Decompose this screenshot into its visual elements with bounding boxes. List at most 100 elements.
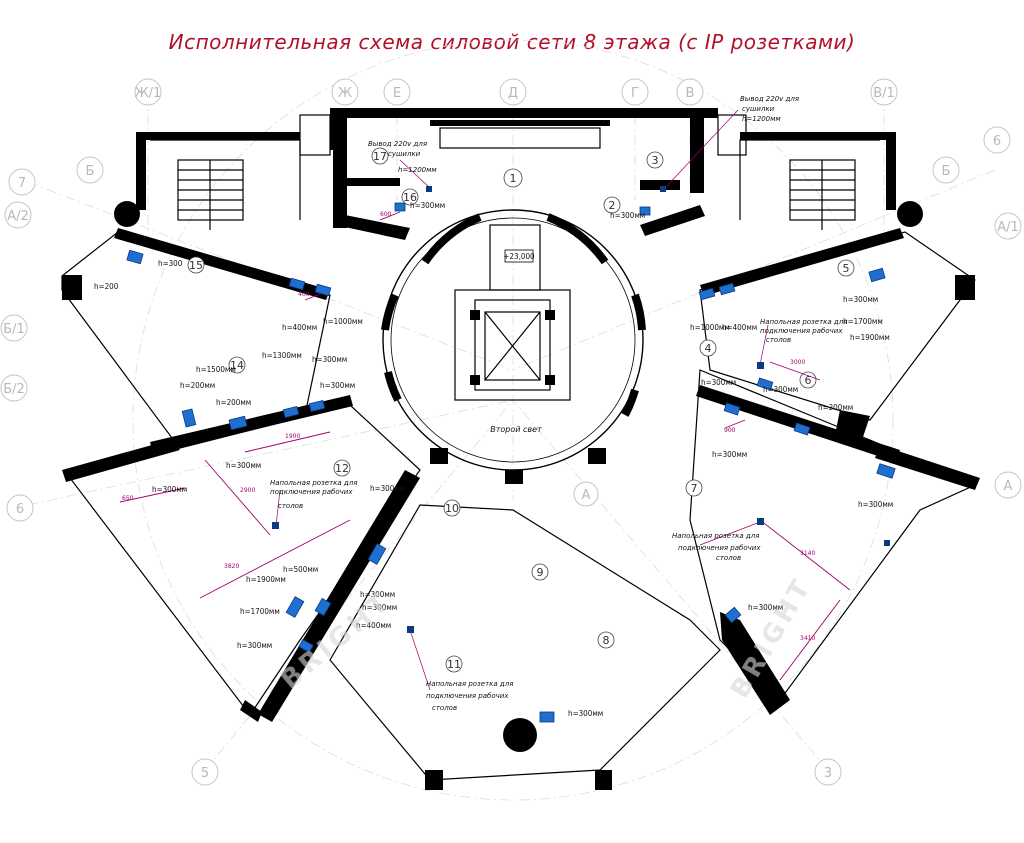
svg-text:h=300мм: h=300мм xyxy=(320,381,355,390)
dryer-outlet xyxy=(426,186,432,192)
svg-text:Напольная розетка для: Напольная розетка для xyxy=(672,532,759,540)
room-12: 12 xyxy=(333,459,351,477)
floor-socket xyxy=(272,522,279,529)
svg-text:h=300мм: h=300мм xyxy=(362,603,397,612)
grid-bubble-right-3: А/1 xyxy=(994,212,1022,240)
svg-text:15: 15 xyxy=(189,259,203,272)
svg-text:Ж: Ж xyxy=(338,86,352,101)
svg-text:h=300мм: h=300мм xyxy=(701,378,736,387)
svg-text:h=1900мм: h=1900мм xyxy=(246,575,286,584)
socket-block xyxy=(793,422,811,436)
socket-block xyxy=(288,277,306,291)
svg-text:Д: Д xyxy=(508,86,518,101)
socket-block xyxy=(868,267,886,283)
svg-text:h=300мм: h=300мм xyxy=(748,603,783,612)
svg-text:h=200мм: h=200мм xyxy=(180,381,215,390)
svg-text:600: 600 xyxy=(380,211,392,218)
socket-block xyxy=(718,282,736,296)
room-14: 14 xyxy=(228,356,246,374)
svg-text:h=1500мм: h=1500мм xyxy=(196,365,236,374)
grid-bubble-left-5: Б/2 xyxy=(0,374,28,402)
room-numbers: 1 2 3 4 5 6 7 8 9 10 11 12 14 15 16 17 xyxy=(187,147,855,673)
svg-text:9: 9 xyxy=(537,566,544,579)
stair-left xyxy=(177,159,244,230)
grid-bubble-left-4: Б/1 xyxy=(0,314,28,342)
socket-block xyxy=(314,283,332,297)
dimension-lines: 1900 2900 3820 3140 3410 3000 650 400 60… xyxy=(119,211,851,681)
svg-text:650: 650 xyxy=(122,495,134,502)
dryer-note-left: Вывод 220v для сушилки h=1200мм xyxy=(368,140,437,174)
sockets xyxy=(126,186,896,723)
socket-block xyxy=(314,597,332,617)
grid-bubble-left-2: Б xyxy=(76,156,104,184)
wing-walls xyxy=(61,205,980,790)
svg-text:8: 8 xyxy=(603,634,610,647)
socket-block xyxy=(394,202,406,212)
svg-text:h=300мм: h=300мм xyxy=(312,355,347,364)
svg-text:Ж/1: Ж/1 xyxy=(135,86,162,101)
grid-bubble-top-4: Д xyxy=(499,78,527,106)
svg-text:2900: 2900 xyxy=(240,487,255,494)
floor-socket-note-right-upper: Напольная розетка для подключения рабочи… xyxy=(760,318,847,344)
svg-text:h=1300мм: h=1300мм xyxy=(262,351,302,360)
floor-socket xyxy=(757,518,764,525)
svg-text:h=1000мм: h=1000мм xyxy=(690,323,730,332)
svg-text:h=300мм: h=300мм xyxy=(410,201,445,210)
svg-text:h=300мм: h=300мм xyxy=(610,211,645,220)
svg-text:Б: Б xyxy=(86,164,95,179)
socket-block xyxy=(539,711,555,723)
level-mark: +23,000 xyxy=(503,252,535,261)
svg-text:3140: 3140 xyxy=(800,550,815,557)
svg-text:3: 3 xyxy=(652,154,659,167)
svg-text:h=1200мм: h=1200мм xyxy=(398,166,437,174)
svg-text:В: В xyxy=(686,86,695,101)
grid-bubble-inner-1: А xyxy=(573,481,599,507)
svg-text:2: 2 xyxy=(609,199,616,212)
socket-block xyxy=(698,287,716,301)
svg-text:10: 10 xyxy=(445,502,459,515)
floor-socket-note-right-lower: Напольная розетка для подключения рабочи… xyxy=(672,532,761,562)
svg-text:А/2: А/2 xyxy=(7,209,29,224)
room-3: 3 xyxy=(646,151,664,169)
socket-block xyxy=(282,405,300,419)
svg-text:11: 11 xyxy=(447,658,461,671)
svg-text:Вывод 220v для: Вывод 220v для xyxy=(368,140,427,148)
room-4: 4 xyxy=(699,339,717,357)
svg-text:h=200мм: h=200мм xyxy=(818,403,853,412)
svg-text:5: 5 xyxy=(843,262,850,275)
svg-text:17: 17 xyxy=(373,150,387,163)
svg-text:h=300мм: h=300мм xyxy=(370,484,405,493)
room-2: 2 xyxy=(603,196,621,214)
svg-text:1: 1 xyxy=(510,172,517,185)
svg-text:h=300мм: h=300мм xyxy=(226,461,261,470)
floor-socket xyxy=(757,362,764,369)
svg-text:900: 900 xyxy=(724,427,736,434)
grid-bubble-left-6: 6 xyxy=(6,494,34,522)
svg-text:5: 5 xyxy=(201,766,209,781)
svg-text:Б/1: Б/1 xyxy=(3,322,25,337)
svg-text:6: 6 xyxy=(993,134,1001,149)
svg-text:столов: столов xyxy=(432,704,457,712)
socket-block xyxy=(298,638,314,654)
socket-block xyxy=(367,543,387,565)
svg-text:h=1900мм: h=1900мм xyxy=(850,333,890,342)
svg-text:14: 14 xyxy=(230,359,244,372)
floor-socket-note-left: Напольная розетка для подключения рабочи… xyxy=(270,479,357,510)
svg-text:Б: Б xyxy=(942,164,951,179)
height-labels: h=300 h=200 h=400мм h=1000мм h=300мм h=3… xyxy=(94,201,893,718)
grid-bubble-top-7: В/1 xyxy=(870,78,898,106)
svg-text:h=300мм: h=300мм xyxy=(763,385,798,394)
svg-text:В/1: В/1 xyxy=(873,86,895,101)
socket-block xyxy=(876,463,896,479)
stair-right xyxy=(789,159,856,230)
svg-text:7: 7 xyxy=(18,176,26,191)
socket-block xyxy=(724,606,742,624)
svg-text:3: 3 xyxy=(824,766,832,781)
socket-block xyxy=(285,596,305,618)
grid-bubble-top-6: В xyxy=(676,78,704,106)
svg-text:4: 4 xyxy=(705,342,712,355)
svg-text:Г: Г xyxy=(631,86,639,101)
svg-text:h=300: h=300 xyxy=(158,259,183,268)
grid-bubble-right-4: А xyxy=(994,471,1022,499)
svg-text:h=300мм: h=300мм xyxy=(712,450,747,459)
